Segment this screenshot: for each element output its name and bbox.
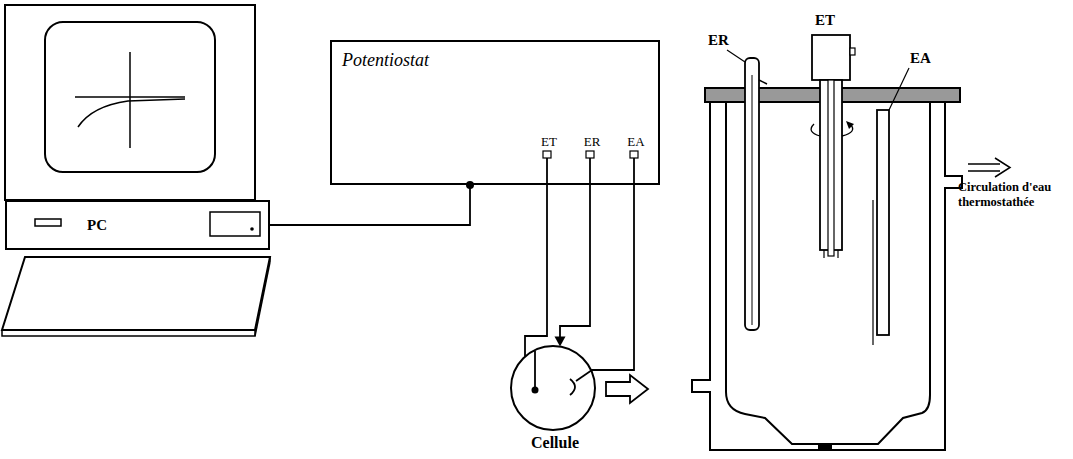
reference-electrode: [745, 58, 759, 330]
keyboard-edge: [255, 262, 270, 336]
disk-drive: [210, 212, 260, 236]
rotation-arrow: [846, 121, 854, 129]
rotation-arrow: [811, 124, 853, 136]
working-electrode: [823, 250, 824, 258]
wire-stub: [633, 158, 635, 185]
terminal-name: ET: [541, 134, 557, 150]
wire-stub: [589, 158, 591, 185]
wire-line: [591, 185, 634, 370]
working-electrode: [828, 80, 834, 256]
monitor-housing: [5, 5, 255, 200]
wire-line: [270, 185, 470, 225]
leader-line: [727, 50, 745, 62]
leader-line: [889, 68, 909, 110]
cell-dot: [532, 387, 539, 394]
electrode-label: ER: [708, 32, 729, 49]
flow-arrow: [995, 158, 1010, 177]
keyboard: [2, 257, 270, 330]
screen-curve: [78, 99, 185, 127]
wire: [525, 185, 547, 357]
cell-circle: Cellule: [510, 345, 596, 431]
terminal-name: ER: [584, 134, 601, 150]
rotating-motor: [850, 48, 855, 55]
electrode-label: ET: [815, 12, 835, 29]
counter-electrode: [872, 200, 873, 345]
disk-slot: [35, 219, 61, 226]
node-title: Cellule: [531, 434, 579, 452]
wire: [555, 185, 591, 347]
connection-dot: [466, 181, 474, 189]
flow-arrow: [968, 163, 1000, 165]
flow-arrow: [968, 170, 1000, 172]
wire: [270, 181, 474, 225]
keyboard-edge: [2, 330, 255, 336]
monitor-screen: [45, 22, 215, 172]
terminal: [543, 151, 551, 158]
terminal: [630, 151, 638, 158]
node-title: PC: [87, 217, 107, 234]
cell-symbol: [510, 345, 596, 431]
screen-axis: [129, 52, 131, 148]
working-electrode: [837, 250, 838, 258]
hollow-arrow: [606, 375, 648, 403]
cell-wire: [576, 370, 592, 381]
wire-line: [525, 185, 547, 357]
reference-electrode: [752, 75, 753, 325]
flow-note: Circulation d'eau thermostathée: [958, 180, 1070, 210]
cell-wire: [534, 351, 536, 389]
node-title: Potentiostat: [342, 50, 429, 71]
rotating-motor: [812, 35, 850, 80]
computer-unit: PC: [5, 200, 270, 250]
reference-electrode: [759, 80, 767, 84]
drive-led: [250, 227, 254, 231]
counter-electrode: [877, 110, 889, 335]
wire-stub: [546, 158, 548, 185]
keyboard-edge: [269, 257, 271, 262]
wire-line: [560, 185, 590, 338]
drain: [818, 444, 832, 450]
electrode-label: EA: [910, 50, 931, 67]
terminal-name: EA: [627, 134, 644, 150]
wire: [591, 185, 634, 370]
potentiostat-box: PotentiostatET ER EA: [330, 40, 660, 185]
terminal: [586, 151, 594, 158]
cell-hook: [570, 379, 575, 395]
